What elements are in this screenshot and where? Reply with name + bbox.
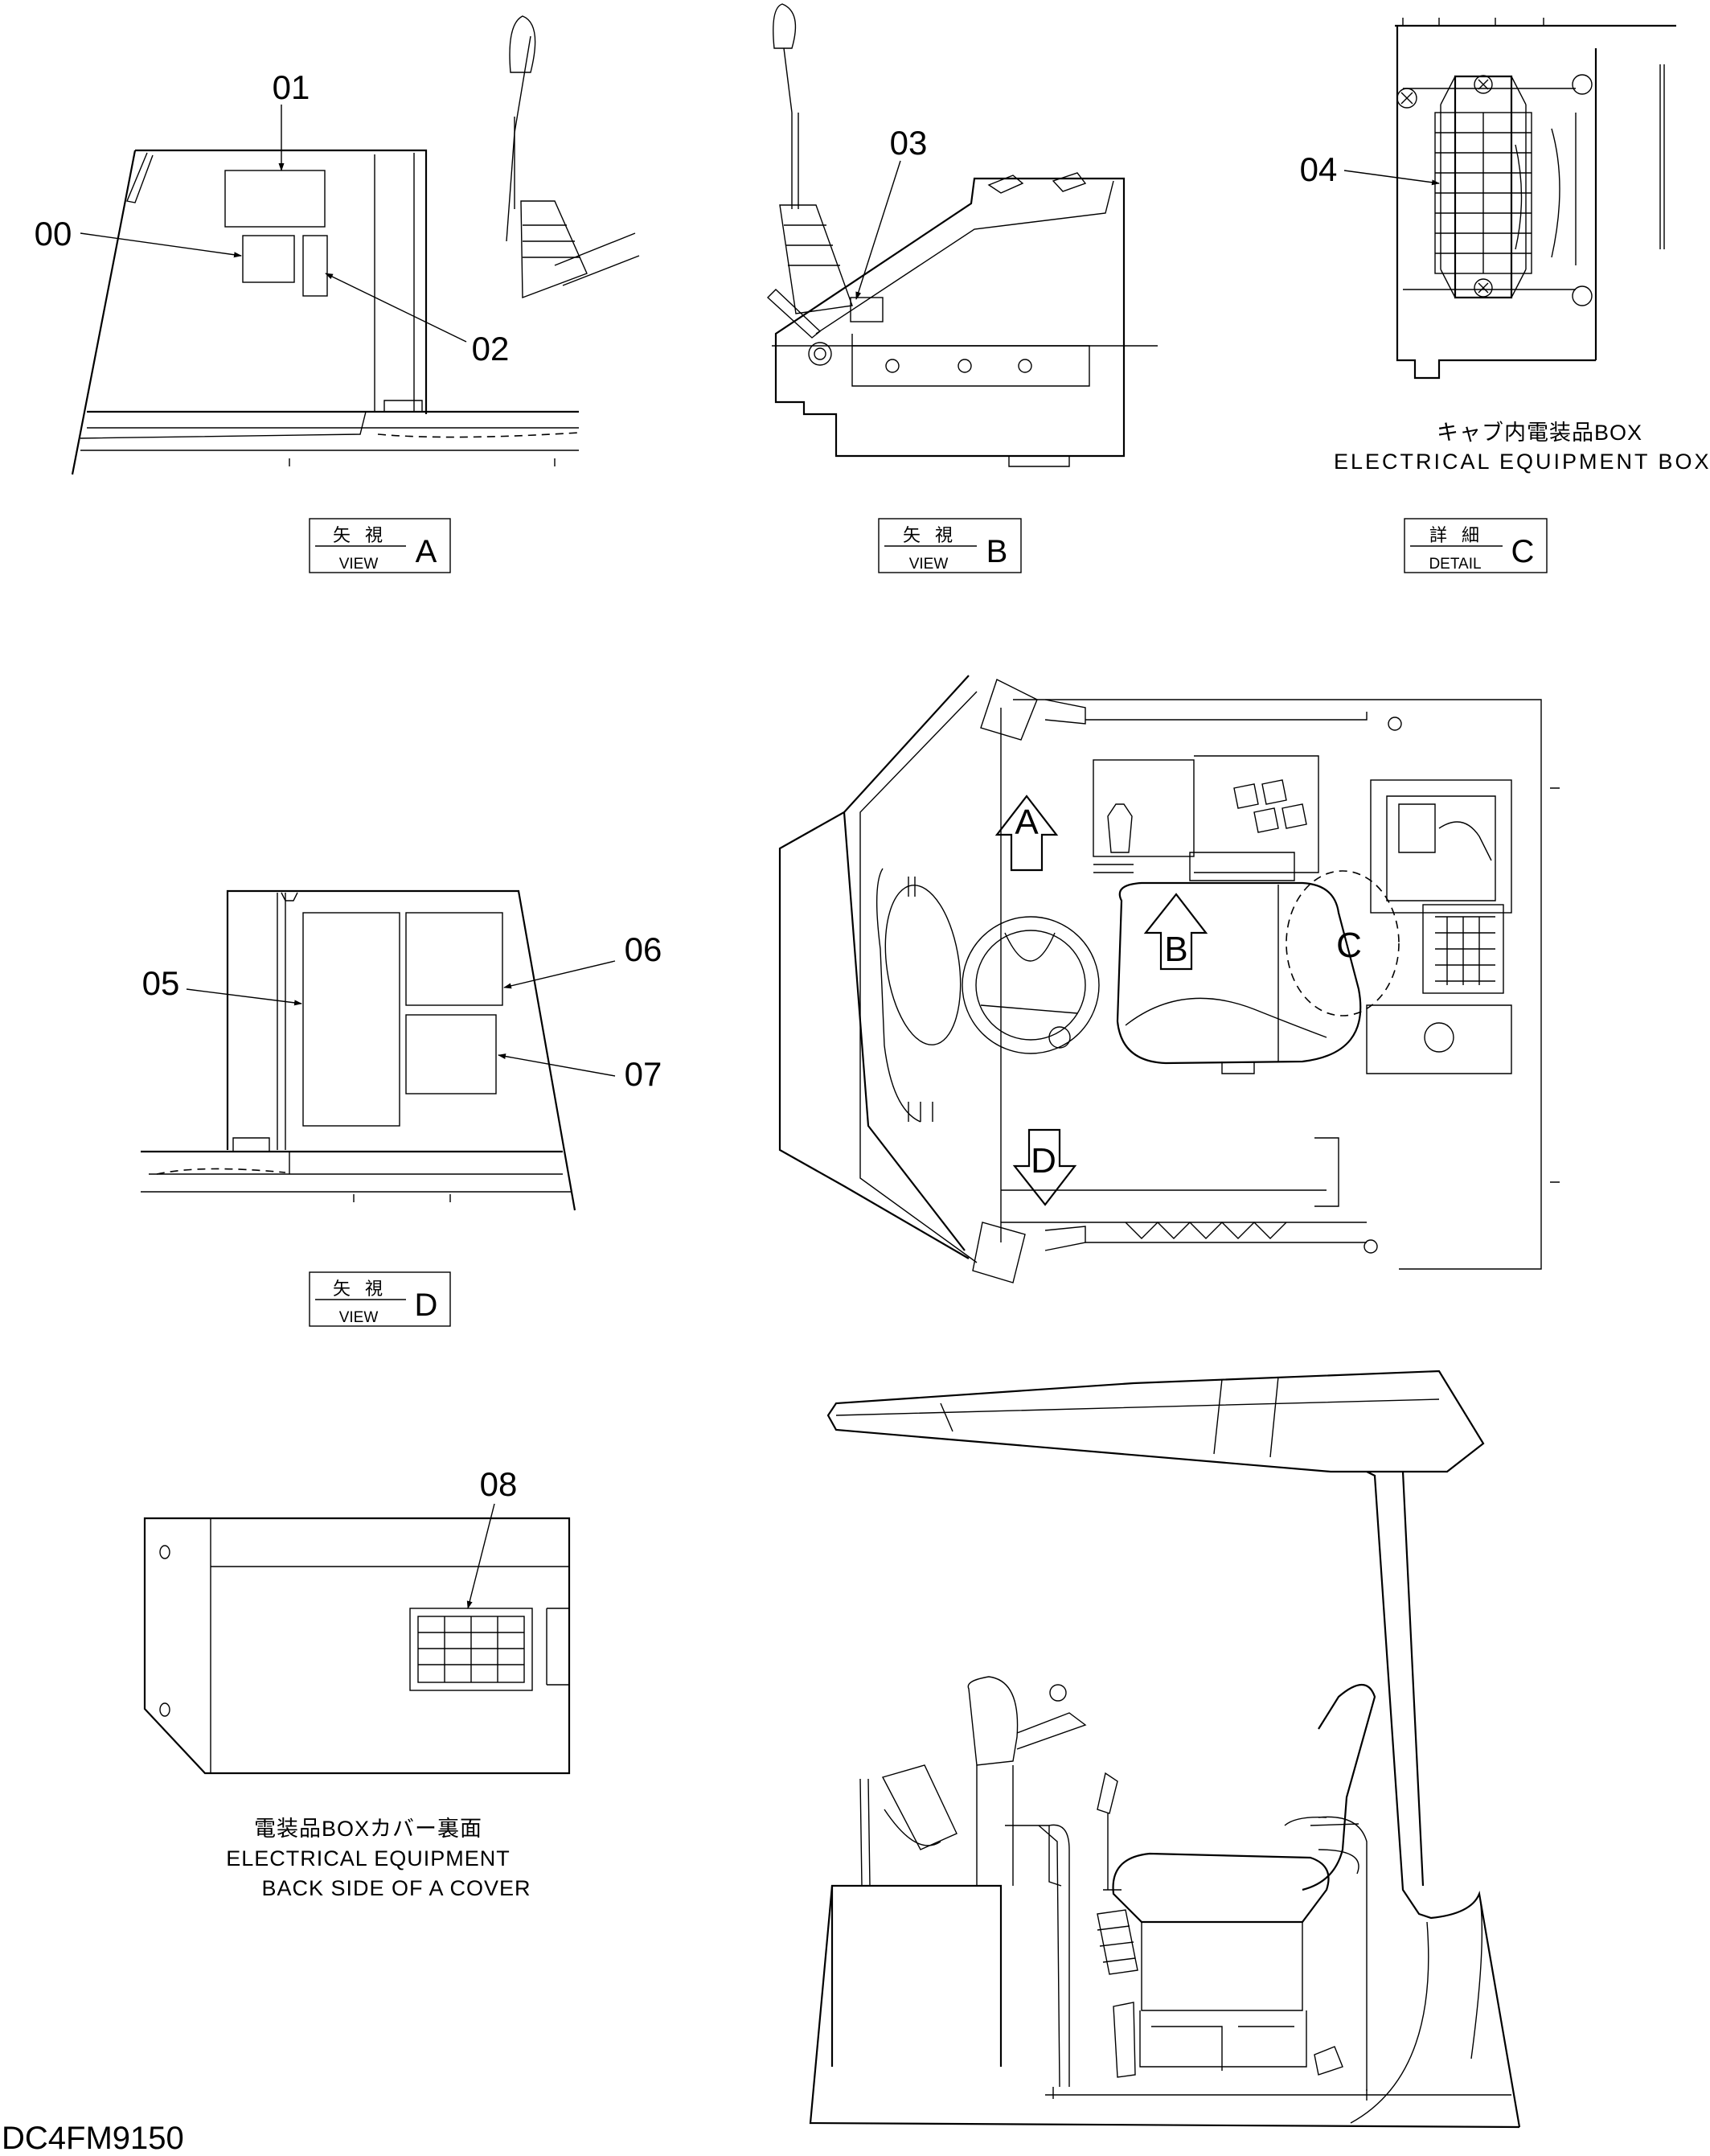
machine-side-view <box>809 1370 1521 2129</box>
svg-text:C: C <box>1336 926 1362 965</box>
svg-text:DETAIL: DETAIL <box>1429 556 1481 573</box>
caption-box-in-cab-jp: キャブ内電装品BOX <box>1437 421 1642 445</box>
callout-01: 01 <box>273 68 310 106</box>
caption-cover-en-2: BACK SIDE OF A COVER <box>261 1876 531 1900</box>
callout-05: 05 <box>142 964 180 1002</box>
view-tag-d: 矢 視 VIEW D <box>309 1271 451 1327</box>
callout-04: 04 <box>1300 150 1338 188</box>
view-marker-a: A <box>994 795 1059 872</box>
callout-03: 03 <box>890 124 928 162</box>
view-marker-d: D <box>1012 1128 1077 1206</box>
label-01-area <box>224 170 326 228</box>
detail-c-drawing <box>1395 18 1676 380</box>
view-tag-b: 矢 視 VIEW B <box>878 518 1022 573</box>
view-tag-a: 矢 視 VIEW A <box>309 518 451 573</box>
view-a-drawing <box>71 15 640 475</box>
view-b-drawing <box>766 3 1158 467</box>
callout-02: 02 <box>472 330 510 368</box>
label-07-area <box>405 1014 497 1094</box>
svg-text:B: B <box>1164 930 1187 969</box>
svg-text:詳 細: 詳 細 <box>1429 525 1484 545</box>
svg-text:D: D <box>1031 1141 1056 1181</box>
svg-text:A: A <box>416 534 437 569</box>
caption-cover-en-1: ELECTRICAL EQUIPMENT <box>226 1846 511 1871</box>
cover-back-drawing <box>143 1517 571 1775</box>
callout-08: 08 <box>480 1465 518 1503</box>
svg-text:D: D <box>415 1287 438 1323</box>
cab-top-view <box>778 675 1560 1283</box>
callout-06: 06 <box>625 930 662 968</box>
view-marker-c: C <box>1336 926 1362 965</box>
callout-00: 00 <box>35 215 72 253</box>
view-d-drawing <box>141 889 576 1211</box>
svg-text:VIEW: VIEW <box>339 556 379 573</box>
label-05-area <box>302 912 400 1127</box>
svg-text:C: C <box>1511 534 1535 569</box>
svg-text:VIEW: VIEW <box>909 556 949 573</box>
svg-text:矢 視: 矢 視 <box>333 1279 388 1299</box>
label-03-area <box>850 297 884 322</box>
caption-cover-jp: 電装品BOXカバー裏面 <box>254 1817 482 1841</box>
caption-box-in-cab-en: ELECTRICAL EQUIPMENT BOX IN CAB <box>1334 450 1710 474</box>
view-tag-c: 詳 細 DETAIL C <box>1404 518 1548 573</box>
svg-text:矢 視: 矢 視 <box>333 525 388 545</box>
svg-text:矢 視: 矢 視 <box>903 525 958 545</box>
svg-text:A: A <box>1015 803 1039 842</box>
callout-07: 07 <box>625 1055 662 1093</box>
view-marker-b: B <box>1143 893 1208 971</box>
svg-text:B: B <box>986 534 1008 569</box>
drawing-code: DC4FM9150 <box>2 2121 184 2156</box>
label-02-area <box>302 235 328 297</box>
label-06-area <box>405 912 503 1006</box>
svg-text:VIEW: VIEW <box>339 1309 379 1326</box>
detail-c-outline <box>1286 870 1400 1016</box>
label-00-area <box>242 235 295 283</box>
